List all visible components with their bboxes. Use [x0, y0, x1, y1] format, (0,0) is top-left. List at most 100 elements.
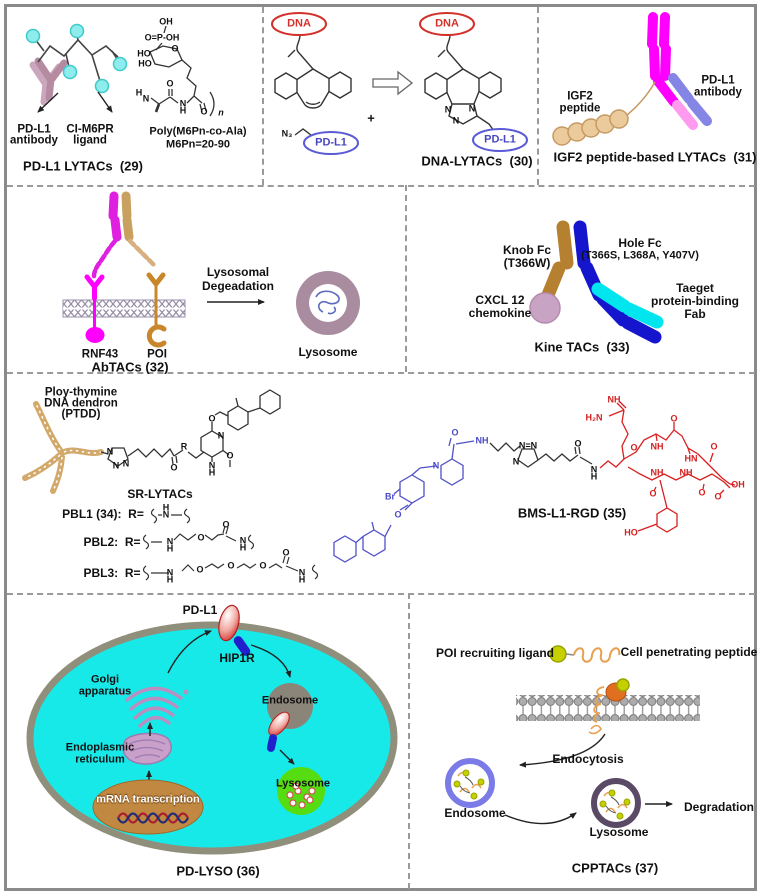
cxcl12-label: chemokine — [468, 306, 532, 320]
atom-label: H₂N — [585, 412, 603, 423]
lysosomal-degradation-label: Lysosomal — [206, 265, 270, 279]
atom-label: O — [259, 560, 267, 571]
endosome-to-lysosome-arrow — [504, 812, 577, 825]
atom-label: N — [166, 536, 174, 547]
ptdd-label: (PTDD) — [61, 408, 101, 421]
atom-label: O — [226, 450, 234, 461]
panel36-title: PD-LYSO (36) — [176, 863, 260, 879]
pdl1-label: PD-L1 — [484, 133, 516, 146]
pdl1-antibody-label: antibody — [694, 86, 742, 99]
atom-label: O — [649, 488, 657, 499]
atom-label: HO — [138, 58, 152, 69]
dna-label: DNA — [435, 17, 459, 30]
pbl1-label: PBL1 (34): R= — [62, 507, 144, 521]
pdl1-label: PD-L1 — [182, 603, 218, 617]
poi-ligand-label: POI recruiting ligand — [435, 646, 555, 660]
reaction-arrow-icon — [372, 70, 414, 96]
ptdd-label: Ploy-thymine — [44, 386, 118, 399]
cpp-label: Cell penetrating peptide — [620, 645, 758, 659]
hole-fc-label: (T366S, L368A, Y407V) — [581, 249, 699, 262]
panel33-title: Kine TACs (33) — [534, 339, 630, 355]
atom-label: N — [468, 103, 476, 114]
panel32-title: AbTACs (32) — [91, 359, 169, 375]
endocytosis-label: Endocytosis — [552, 752, 624, 766]
knob-fc-icon — [556, 220, 574, 270]
atom-label: H — [166, 543, 174, 554]
atom-label: N — [432, 460, 440, 471]
atom-label: O — [222, 519, 230, 530]
fab-icon — [622, 302, 664, 329]
cxcl12-label: CXCL 12 — [475, 293, 525, 307]
bispecific-antibody-icon — [91, 191, 157, 279]
panel-cpptacs-graphics — [445, 645, 700, 828]
golgi-label: Golgi — [90, 673, 120, 686]
target-fab-label: Taeget — [676, 281, 714, 295]
atom-label: NH — [475, 435, 489, 446]
rnf43-receptor-icon — [84, 274, 105, 343]
fab-icon — [591, 282, 631, 313]
peptide-linker — [626, 81, 656, 116]
panel35-title: BMS-L1-RGD (35) — [517, 505, 627, 521]
golgi-label: apparatus — [78, 685, 132, 698]
atom-label: NH — [650, 467, 664, 478]
atom-label: NH — [650, 441, 664, 452]
rnf43-label: RNF43 — [81, 348, 119, 361]
divider-v3 — [405, 185, 407, 372]
igf2-peptide-label: IGF2 — [567, 90, 593, 103]
bms-linker-structure — [489, 442, 593, 468]
panel29-title: PD-L1 LYTACs (29) — [23, 158, 143, 174]
cpp-crossing-coil — [593, 686, 605, 723]
endosome-icon — [445, 758, 495, 808]
panel30-title: DNA-LYTACs (30) — [421, 153, 533, 169]
atom-label: N — [106, 446, 114, 457]
dna-helix-icon — [117, 812, 189, 824]
lysosomal-degradation-label: Degeadation — [201, 279, 275, 293]
knob-fc-label: Knob Fc — [503, 243, 551, 257]
igf2-peptide-label: peptide — [559, 102, 601, 115]
atom-label: H — [135, 87, 143, 98]
atom-label: H — [179, 105, 187, 116]
pdl1-protein-icon — [218, 604, 240, 642]
golgi-to-pdl1-arrow — [167, 630, 212, 674]
poi-ligand-ball-icon — [616, 678, 630, 692]
atom-label: R — [180, 441, 188, 452]
hole-fc-icon — [596, 292, 630, 327]
arrow-to-antibody-label — [37, 92, 59, 113]
atom-label: H — [590, 471, 598, 482]
atom-label: N — [179, 98, 187, 109]
atom-label: N — [217, 430, 225, 441]
atom-label: N — [122, 458, 130, 469]
pdl1-antibody-label: PD-L1 — [701, 74, 735, 87]
golgi-icon — [119, 686, 189, 729]
polymer-sub-label: M6Pn=20-90 — [166, 138, 230, 151]
atom-label: N — [512, 456, 520, 467]
atom-label: O — [170, 462, 178, 473]
pdl1-oval — [472, 128, 528, 152]
endocytosis-arrow — [519, 733, 606, 768]
dna-helix-icon — [117, 812, 189, 824]
atom-label: N=N — [518, 440, 538, 451]
triazole-ring — [448, 103, 478, 125]
hole-fc-icon — [573, 220, 591, 270]
divider-v2 — [537, 7, 539, 185]
pdl1-oval — [303, 131, 359, 155]
dbco-structure — [274, 34, 502, 140]
atom-label: O — [714, 491, 722, 502]
atom-label: OH — [159, 16, 173, 27]
endosome-to-lysosome-arrow — [279, 749, 295, 765]
atom-label: O — [698, 487, 706, 498]
ci-m6pr-ligand-label: ligand — [73, 134, 107, 147]
target-fab-label: protein-binding — [651, 294, 739, 308]
mrna-icon — [92, 779, 204, 835]
sr-lytacs-title: SR-LYTACs — [127, 487, 193, 501]
dna-oval — [271, 12, 327, 36]
er-label: Endoplasmic — [65, 741, 135, 754]
divider-h2 — [7, 372, 755, 374]
atom-label: O=P-OH — [144, 32, 180, 43]
azide-label: N₃ — [281, 128, 293, 139]
atom-label: n — [218, 107, 224, 118]
divider-v4 — [408, 593, 410, 889]
pdl1-antibody-label: PD-L1 — [17, 123, 51, 136]
m6pn-structure — [149, 25, 215, 117]
atom-label: O — [196, 564, 204, 575]
